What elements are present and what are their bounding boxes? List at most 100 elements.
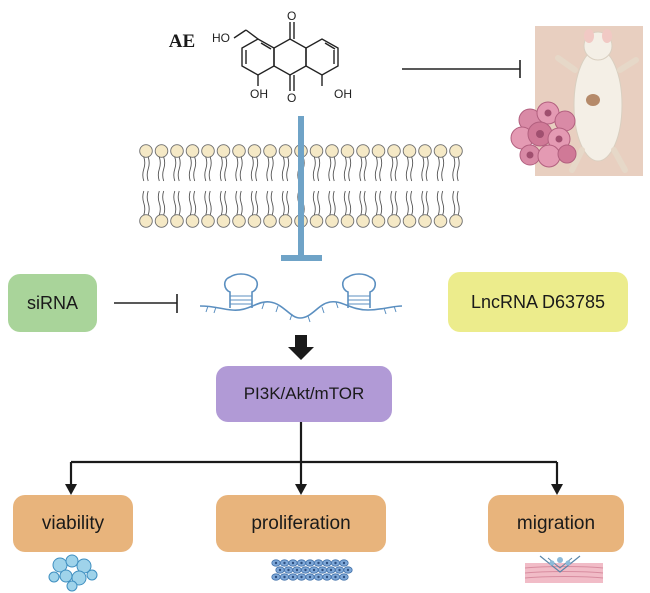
lipid-head (433, 214, 448, 228)
lipid-head (340, 214, 355, 228)
cell-nucleus (291, 561, 295, 565)
lipid-tail (270, 190, 274, 216)
lipid-tail (452, 156, 456, 182)
oh-right-label: OH (334, 87, 352, 101)
lipid-head (418, 144, 432, 158)
cell-nucleus (338, 568, 341, 572)
lipid-tail (348, 190, 352, 216)
lipid-tail (162, 190, 166, 216)
ae-compound-label: AE (168, 31, 196, 52)
cell-nucleus (342, 575, 346, 579)
lipid-tail (452, 190, 456, 216)
lipid-tail (208, 156, 212, 182)
cell-nucleus (283, 575, 286, 579)
lipid-tail (224, 190, 228, 216)
lipid-head (263, 214, 277, 228)
lipid-head (402, 214, 417, 228)
lipid-tail (219, 190, 223, 216)
lipid-tail (286, 156, 290, 182)
cell-nucleus (308, 561, 312, 565)
lipid-tail (363, 190, 367, 216)
lipid-head (309, 144, 324, 158)
lipid-head (201, 144, 215, 158)
carbonyl-bottom-o: O (287, 91, 296, 105)
tumor-mouse-image (535, 26, 643, 176)
lipid-tail (204, 190, 208, 216)
lipid-tail (239, 156, 243, 182)
lipid-tail (425, 156, 429, 182)
lipid-tail (363, 156, 367, 182)
cell-nucleus (274, 575, 278, 579)
inhibition-arrow-mouse (402, 60, 521, 78)
migration-cells-illustration (524, 555, 604, 583)
lipid-head (371, 144, 386, 158)
cell-nucleus (295, 568, 299, 572)
lipid-tail (188, 156, 192, 182)
lipid-tail (317, 190, 321, 216)
lipid-head (139, 214, 153, 228)
arrowhead-migration (551, 484, 563, 495)
lipid-tail (332, 156, 336, 182)
lipid-tail (239, 190, 243, 216)
arrowhead-viability (65, 484, 77, 495)
outcome-box-proliferation: proliferation (216, 495, 386, 552)
lipid-tail (286, 190, 290, 216)
lipid-tail (266, 156, 270, 182)
lipid-head (170, 214, 184, 228)
lipid-tail (456, 156, 460, 182)
carbonyl-top-o: O (287, 9, 296, 23)
cell-nucleus (334, 561, 337, 565)
tumor-cell-cluster (510, 101, 577, 168)
lipid-tail (456, 190, 460, 216)
lipid-head (216, 214, 231, 228)
lipid-tail (328, 156, 332, 182)
cell-nucleus (304, 568, 307, 572)
lipid-tail (173, 190, 177, 216)
lipid-head (185, 214, 200, 228)
cell-nucleus (312, 568, 316, 572)
ho-label: HO (212, 31, 230, 45)
lipid-head (325, 214, 339, 228)
lipid-tail (394, 190, 398, 216)
lipid-tail (441, 156, 445, 182)
lipid-head (402, 144, 417, 158)
lipid-head (185, 144, 200, 158)
lipid-tail (270, 156, 274, 182)
cell-nucleus (283, 561, 286, 565)
cell-nucleus (321, 568, 324, 572)
lipid-tail (266, 190, 270, 216)
lncrna-strand-illustration (199, 273, 403, 323)
lipid-tail (250, 190, 254, 216)
lipid-head (356, 214, 370, 228)
lipid-head (418, 214, 432, 228)
outcome-box-viability: viability (13, 495, 133, 552)
lipid-tail (374, 156, 378, 182)
lipid-tail (157, 190, 161, 216)
cell-nucleus (317, 561, 320, 565)
outcome-box-migration: migration (488, 495, 624, 552)
lipid-head (433, 144, 448, 158)
cell-nucleus (274, 561, 278, 565)
proliferation-cells-illustration (271, 559, 353, 581)
cell-nucleus (334, 575, 337, 579)
lipid-head (216, 144, 231, 158)
lipid-tail (343, 156, 347, 182)
lipid-tail (255, 190, 259, 216)
lipid-tail (390, 190, 394, 216)
oh-left-label: OH (250, 87, 268, 101)
lipid-tail (410, 190, 414, 216)
lipid-tail (317, 156, 321, 182)
lipid-tail (224, 156, 228, 182)
lipid-head (154, 214, 169, 228)
lipid-tail (421, 190, 425, 216)
lipid-tail (193, 156, 197, 182)
lipid-tail (312, 156, 316, 182)
branch-connector (69, 422, 559, 486)
lipid-head (232, 214, 246, 228)
cell-nucleus (325, 561, 329, 565)
lipid-head (247, 214, 262, 228)
cell-nucleus (278, 568, 282, 572)
lipid-head (247, 144, 262, 158)
activation-arrow-pathway (288, 335, 314, 360)
